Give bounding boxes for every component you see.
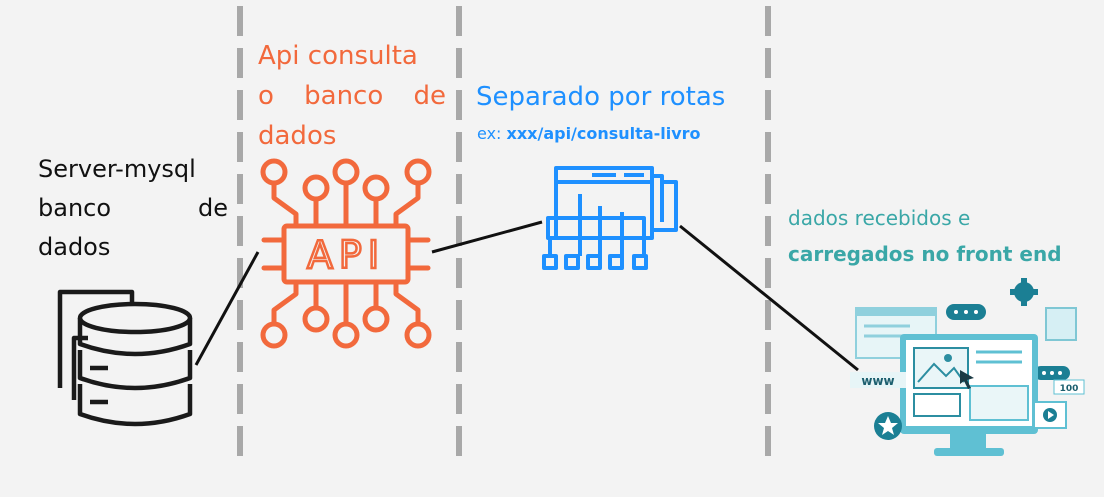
column-divider [237,0,243,460]
api-label-line2: o banco de [258,76,446,116]
database-label: Server-mysql banco de dados [38,150,228,267]
folder-icon [1045,307,1077,341]
routes-to-frontend-connector [679,224,859,372]
routes-example-prefix: ex: [477,124,502,143]
api-label-line1: Api consulta [258,41,418,71]
api-label-word: de [413,81,446,111]
frontend-illustration-icon: www 100 [850,278,1085,456]
cursor-icon [960,370,974,389]
database-label-line1: Server-mysql [38,155,196,183]
image-icon [913,347,969,389]
database-label-word: de [198,194,228,222]
api-label-word: o [258,81,274,111]
api-label: Api consulta o banco de dados [258,36,446,156]
like-count-badge: 100 [1060,384,1079,394]
api-chip-icon: API [260,158,432,349]
gear-icon [1010,278,1038,306]
routes-example: ex: xxx/api/consulta-livro [477,124,701,143]
column-divider [765,0,771,460]
api-label-word: banco [304,81,384,111]
api-to-routes-connector [431,220,543,254]
db-to-api-connector [194,251,260,366]
frontend-label: dados recebidos e carregados no front en… [788,200,1062,272]
browser-routes-icon [542,166,678,270]
column-divider [456,0,462,460]
www-badge: www [861,374,894,388]
database-label-line2: banco de [38,189,228,228]
api-label-line3: dados [258,121,337,151]
frontend-label-line2: carregados no front end [788,242,1062,266]
database-label-word: banco [38,194,112,222]
api-chip-text: API [307,233,385,277]
routes-title: Separado por rotas [476,82,726,112]
database-label-line3: dados [38,233,111,261]
routes-example-route: xxx/api/consulta-livro [506,124,701,143]
database-icon [57,289,193,427]
frontend-label-line1: dados recebidos e [788,206,971,230]
